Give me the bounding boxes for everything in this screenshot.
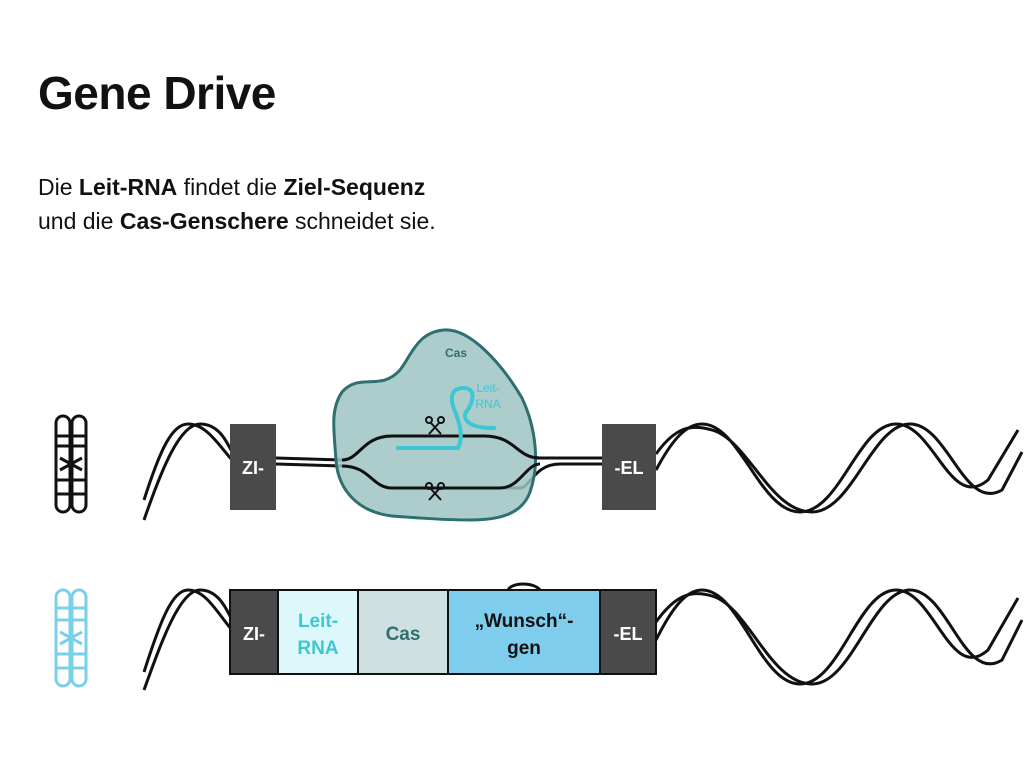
scissors-icon	[425, 416, 445, 435]
chromosome-icon-blue	[54, 588, 88, 688]
guide-rna-label-2: RNA	[475, 397, 500, 411]
el-block-bottom	[599, 589, 657, 675]
scissors-icon	[425, 482, 445, 501]
el-block-bottom-label: -EL	[614, 624, 643, 644]
desc-term-cas-scissors: Cas-Genschere	[119, 208, 289, 234]
desc-text: schneidet sie.	[288, 208, 436, 234]
guide-rna-block-label-1: Leit-	[298, 611, 338, 632]
dna-strand-bottom-top	[506, 582, 542, 592]
cas-protein-label: Cas	[445, 346, 467, 360]
zi-block-bottom	[229, 589, 279, 675]
zi-block-bottom-label: ZI-	[243, 624, 265, 644]
zi-block-top	[230, 424, 276, 510]
desc-text: Die	[38, 174, 79, 200]
dna-helix-top-right	[654, 422, 1024, 514]
wish-gene-block	[447, 589, 601, 675]
dna-helix-top-left	[142, 422, 234, 521]
description: Die Leit-RNA findet die Ziel-Sequenz und…	[38, 170, 436, 238]
chromosome-icon-black	[54, 414, 88, 514]
guide-rna-block	[277, 589, 359, 675]
cas-block	[357, 589, 449, 675]
cas-block-label: Cas	[386, 624, 421, 645]
cas-protein	[332, 328, 538, 522]
zi-block-top-label: ZI-	[242, 458, 264, 478]
desc-term-guide-rna: Leit-RNA	[78, 174, 178, 200]
el-block-top	[602, 424, 656, 510]
page-title: Gene Drive	[38, 67, 276, 119]
dna-helix-bottom-left	[142, 588, 234, 691]
wish-gene-block-label-2: gen	[507, 638, 541, 659]
desc-text: findet die	[177, 174, 284, 200]
dna-helix-bottom-right	[654, 588, 1024, 686]
dna-strand-in-cas	[341, 434, 541, 490]
desc-text: und die	[38, 208, 120, 234]
description-line-1: Die Leit-RNA findet die Ziel-Sequenz	[38, 170, 436, 204]
el-block-top-label: -EL	[615, 458, 644, 478]
description-line-2: und die Cas-Genschere schneidet sie.	[38, 204, 436, 238]
desc-term-target-sequence: Ziel-Sequenz	[283, 174, 426, 200]
guide-rna-block-label-2: RNA	[297, 638, 338, 659]
guide-rna-label-1: Leit-	[476, 381, 499, 395]
guide-rna	[396, 385, 496, 450]
wish-gene-block-label-1: „Wunsch“-	[475, 611, 574, 632]
